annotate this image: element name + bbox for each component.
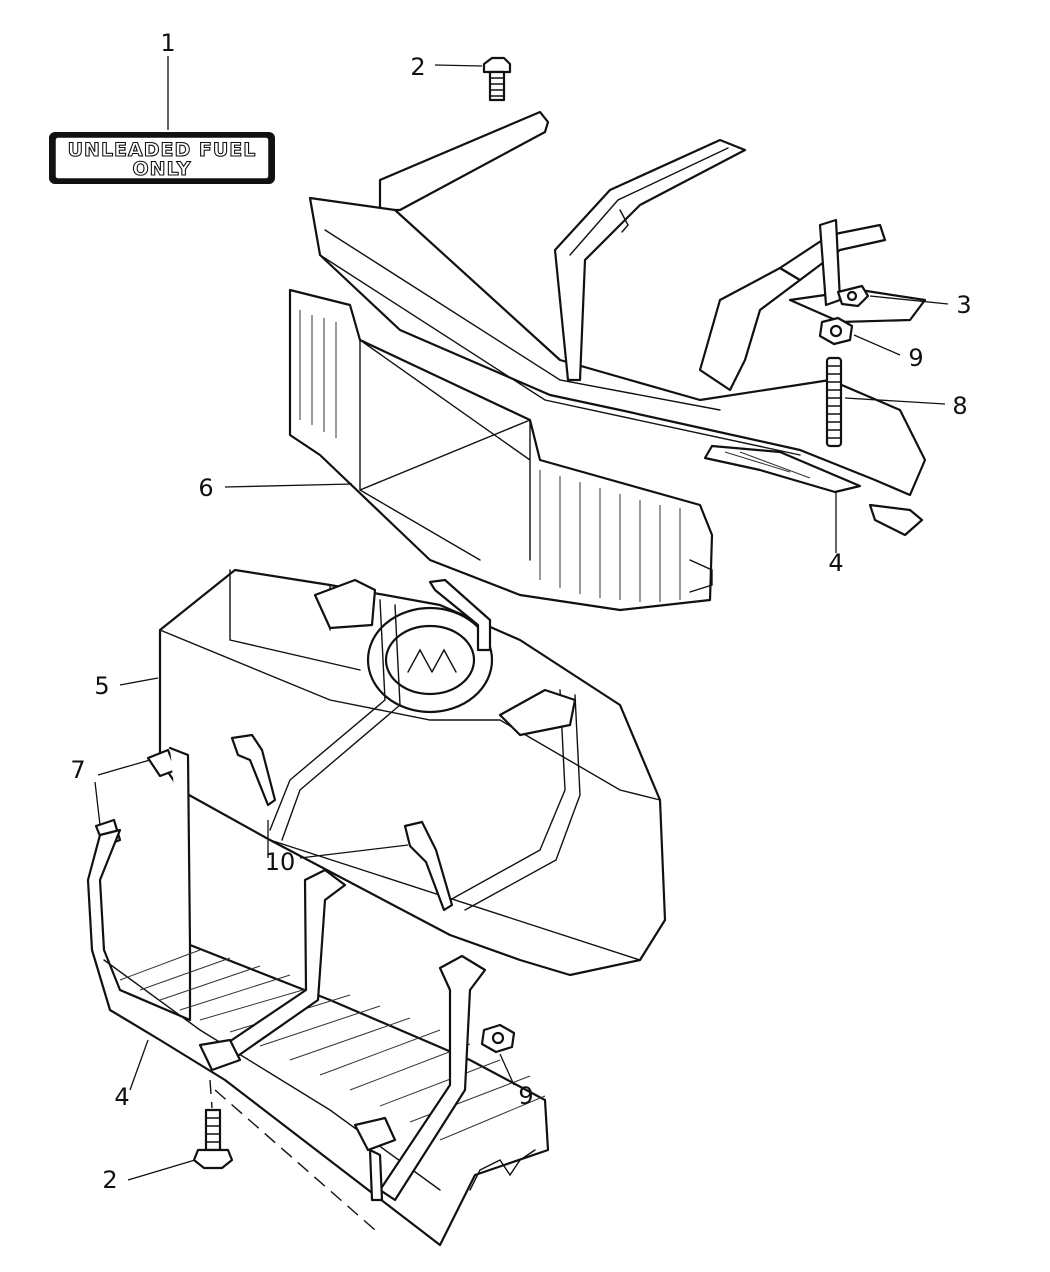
clip — [836, 284, 870, 308]
fuel-tank — [158, 568, 667, 977]
callout-10: 10 — [265, 848, 296, 876]
callout-5: 5 — [94, 672, 109, 700]
callout-1: 1 — [160, 29, 175, 57]
callout-9-upper: 9 — [908, 344, 923, 372]
alignment-line-lower — [209, 1079, 376, 1231]
callout-3: 3 — [956, 291, 971, 319]
callout-2-top: 2 — [410, 53, 425, 81]
skid-plate-upper — [288, 288, 714, 612]
nut-upper — [818, 316, 854, 346]
strap-upper — [703, 444, 862, 494]
callout-6: 6 — [198, 474, 213, 502]
bolt-lower — [192, 1108, 234, 1170]
stud — [825, 356, 843, 448]
fuel-label-line2: ONLY — [133, 158, 192, 180]
tank-brackets — [230, 733, 454, 912]
fuel-label-line1: UNLEADED FUEL — [68, 139, 257, 161]
callout-9-lower: 9 — [518, 1082, 533, 1110]
callout-4-upper: 4 — [828, 549, 843, 577]
callout-2-lower: 2 — [102, 1166, 117, 1194]
callout-4-lower: 4 — [114, 1083, 129, 1111]
leader-lines — [94, 56, 949, 1181]
fuel-label-decal: UNLEADED FUEL ONLY — [49, 132, 275, 184]
callout-8: 8 — [952, 392, 967, 420]
callouts: 1 2 3 9 8 6 4 5 7 10 9 4 2 — [70, 29, 971, 1194]
callout-7: 7 — [70, 756, 85, 784]
skid-tray — [86, 746, 550, 1247]
bolt-top — [482, 56, 512, 102]
nut-lower — [480, 1023, 516, 1054]
